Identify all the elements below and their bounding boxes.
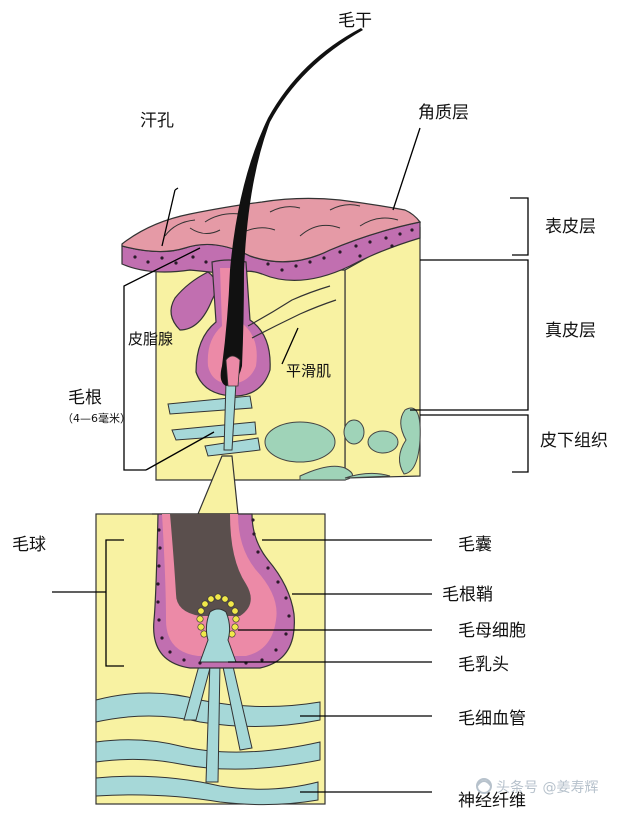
label-hair-bulb: 毛球	[12, 535, 46, 555]
label-dermis: 真皮层	[545, 321, 596, 341]
matrix-cells	[196, 593, 240, 638]
label-sebaceous-gland: 皮脂腺	[128, 330, 173, 348]
papilla-upper	[225, 355, 241, 387]
label-epidermis: 表皮层	[545, 217, 596, 237]
detail-capillaries	[95, 661, 321, 806]
label-sweat-pore: 汗孔	[140, 111, 174, 131]
label-stratum-corneum: 角质层	[418, 103, 469, 123]
label-hair-shaft: 毛干	[338, 11, 372, 31]
label-subcutaneous: 皮下组织	[540, 431, 608, 451]
label-dermal-papilla: 毛乳头	[458, 655, 509, 675]
detail-leaders	[52, 539, 432, 793]
dermal-papilla	[199, 608, 237, 663]
scale-lines	[164, 204, 399, 237]
label-capillaries: 毛细血管	[458, 709, 526, 729]
label-hair-root-length: （4—6毫米）	[62, 411, 131, 425]
upper-capillaries	[167, 381, 261, 457]
watermark-text: 头条号 @姜寿辉	[496, 779, 598, 796]
smooth-muscle	[247, 285, 337, 339]
stratum-corneum	[121, 197, 422, 263]
detail-panel	[95, 513, 326, 806]
label-nerve-fibers: 神经纤维	[458, 791, 526, 811]
label-root-sheath: 毛根鞘	[442, 585, 493, 605]
label-hair-follicle: 毛囊	[458, 535, 492, 555]
subcutaneous-fat	[264, 407, 421, 481]
hair-shaft	[220, 28, 363, 386]
label-smooth-muscle: 平滑肌	[286, 362, 331, 380]
watermark-swirl-icon	[476, 778, 492, 794]
layer-brackets	[123, 127, 529, 473]
label-hair-root: 毛根	[68, 388, 102, 408]
epidermis-dots	[133, 228, 414, 272]
skin-block	[121, 28, 422, 481]
label-matrix-cells: 毛母细胞	[458, 621, 526, 641]
watermark: 头条号 @姜寿辉	[476, 778, 598, 796]
hair-bulb-core	[170, 514, 251, 616]
